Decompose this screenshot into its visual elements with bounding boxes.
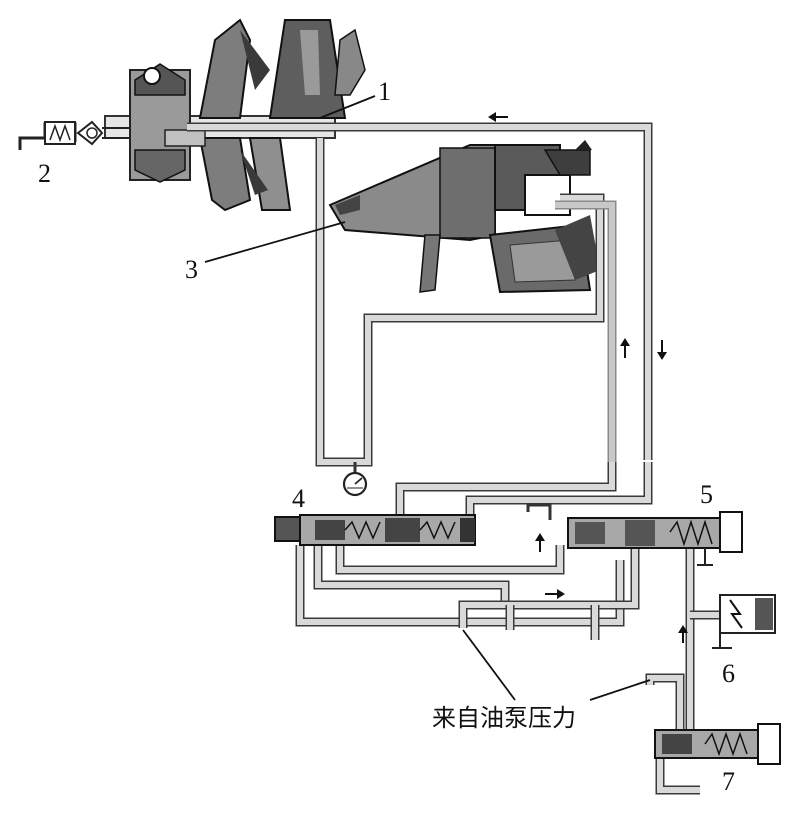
leader-line-caption-left — [462, 629, 516, 701]
label-1: 1 — [378, 77, 391, 106]
label-6: 6 — [722, 659, 735, 688]
arrow-up-icon — [678, 625, 688, 643]
arrow-right-icon — [545, 589, 565, 599]
check-valve-2 — [18, 120, 130, 150]
label-4: 4 — [292, 484, 305, 513]
pressure-valve-7 — [654, 723, 781, 765]
hydraulic-lines — [187, 122, 720, 795]
spool-valve-4 — [274, 514, 476, 546]
label-3: 3 — [185, 255, 198, 284]
label-5: 5 — [700, 480, 713, 509]
solenoid-valve-6 — [712, 594, 776, 649]
arrow-down-icon — [657, 340, 667, 360]
caption-pump-pressure: 来自油泵压力 — [432, 704, 576, 732]
arrow-up-icon — [620, 338, 630, 358]
label-2: 2 — [38, 159, 51, 188]
pulley-assembly-1 — [104, 18, 366, 212]
flow-arrows — [488, 112, 688, 643]
spool-valve-5 — [567, 511, 743, 566]
leader-line-3 — [204, 221, 346, 263]
arrow-up-icon — [535, 533, 545, 552]
arrow-left-icon — [488, 112, 508, 122]
leader-line-1 — [319, 95, 376, 119]
pressure-gauge — [342, 471, 368, 497]
label-7: 7 — [722, 767, 735, 796]
leader-line-caption-right — [589, 679, 651, 701]
pulley-assembly-3 — [328, 140, 600, 294]
